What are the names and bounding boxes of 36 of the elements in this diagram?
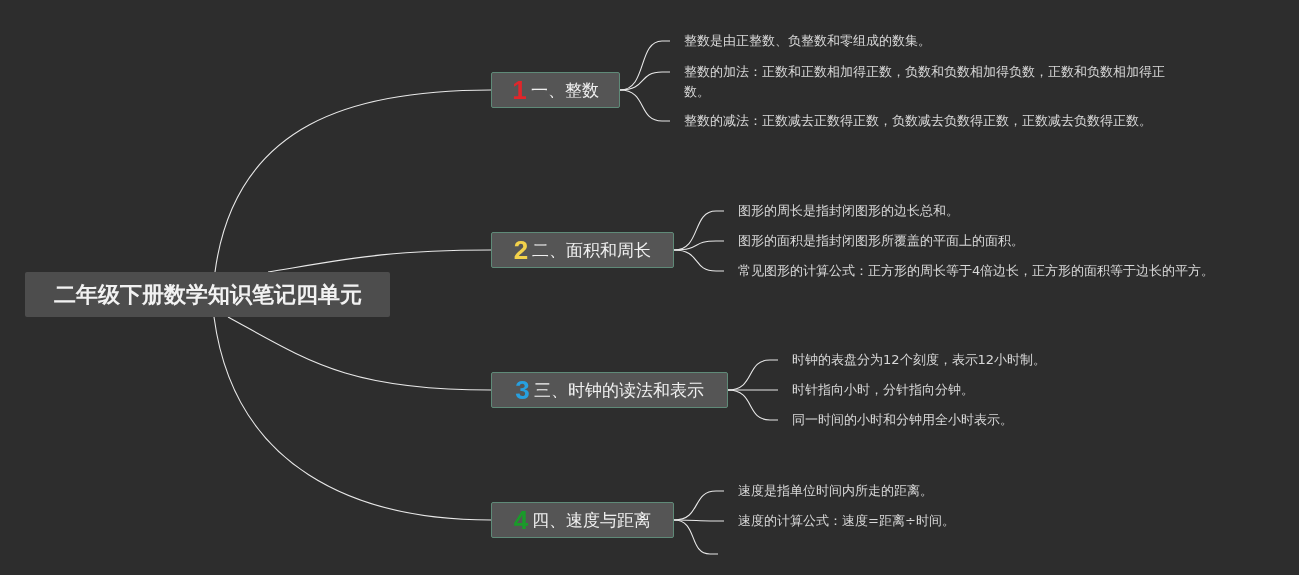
- leaf-text: 同一时间的小时和分钟用全小时表示。: [792, 410, 1013, 430]
- leaf-text: 图形的面积是指封闭图形所覆盖的平面上的面积。: [738, 231, 1024, 251]
- topic-box: [491, 72, 620, 108]
- leaf-text: 常见图形的计算公式：正方形的周长等于4倍边长，正方形的面积等于边长的平方。: [738, 261, 1215, 281]
- leaf-text: 图形的周长是指封闭图形的边长总和。: [738, 201, 959, 221]
- leaf-text: 整数的加法：正数和正数相加得正数，负数和负数相加得负数，正数和负数相加得正数。: [684, 62, 1184, 102]
- leaf-text: 时针指向小时，分针指向分钟。: [792, 380, 974, 400]
- leaf-text: 时钟的表盘分为12个刻度，表示12小时制。: [792, 350, 1047, 370]
- leaf-text: 整数是由正整数、负整数和零组成的数集。: [684, 31, 931, 51]
- connector-line: [673, 519, 725, 522]
- topic-text: 二、面积和周长: [532, 238, 652, 262]
- topic-number: 3: [515, 377, 530, 403]
- topic-number: 2: [513, 237, 529, 263]
- leaf-text: 速度的计算公式：速度=距离÷时间。: [738, 511, 955, 531]
- topic-text: 四、速度与距离: [532, 508, 652, 532]
- connector-line: [673, 249, 725, 272]
- topic-box: [491, 232, 674, 268]
- root-topic-text: 二年级下册数学知识笔记四单元: [53, 280, 362, 309]
- topic-number: 4: [513, 507, 529, 533]
- connector-line: [267, 249, 492, 273]
- connector-line: [727, 389, 779, 421]
- topic-number: 1: [512, 77, 527, 103]
- connector-line: [619, 89, 671, 122]
- connector-line: [673, 519, 719, 555]
- root-topic-box: [25, 272, 390, 317]
- topic-text: 三、时钟的读法和表示: [533, 378, 704, 402]
- connector-line: [227, 316, 492, 391]
- connector-line: [727, 389, 779, 391]
- topic-box: [491, 372, 728, 408]
- leaf-text: 速度是指单位时间内所走的距离。: [738, 481, 933, 501]
- connector-line: [619, 71, 671, 91]
- connector-line: [213, 316, 492, 521]
- topic-text: 一、整数: [530, 78, 599, 102]
- leaf-text: 整数的减法：正数减去正数得正数，负数减去负数得正数，正数减去负数得正数。: [684, 111, 1152, 131]
- topic-box: [491, 502, 674, 538]
- connector-line: [214, 89, 492, 273]
